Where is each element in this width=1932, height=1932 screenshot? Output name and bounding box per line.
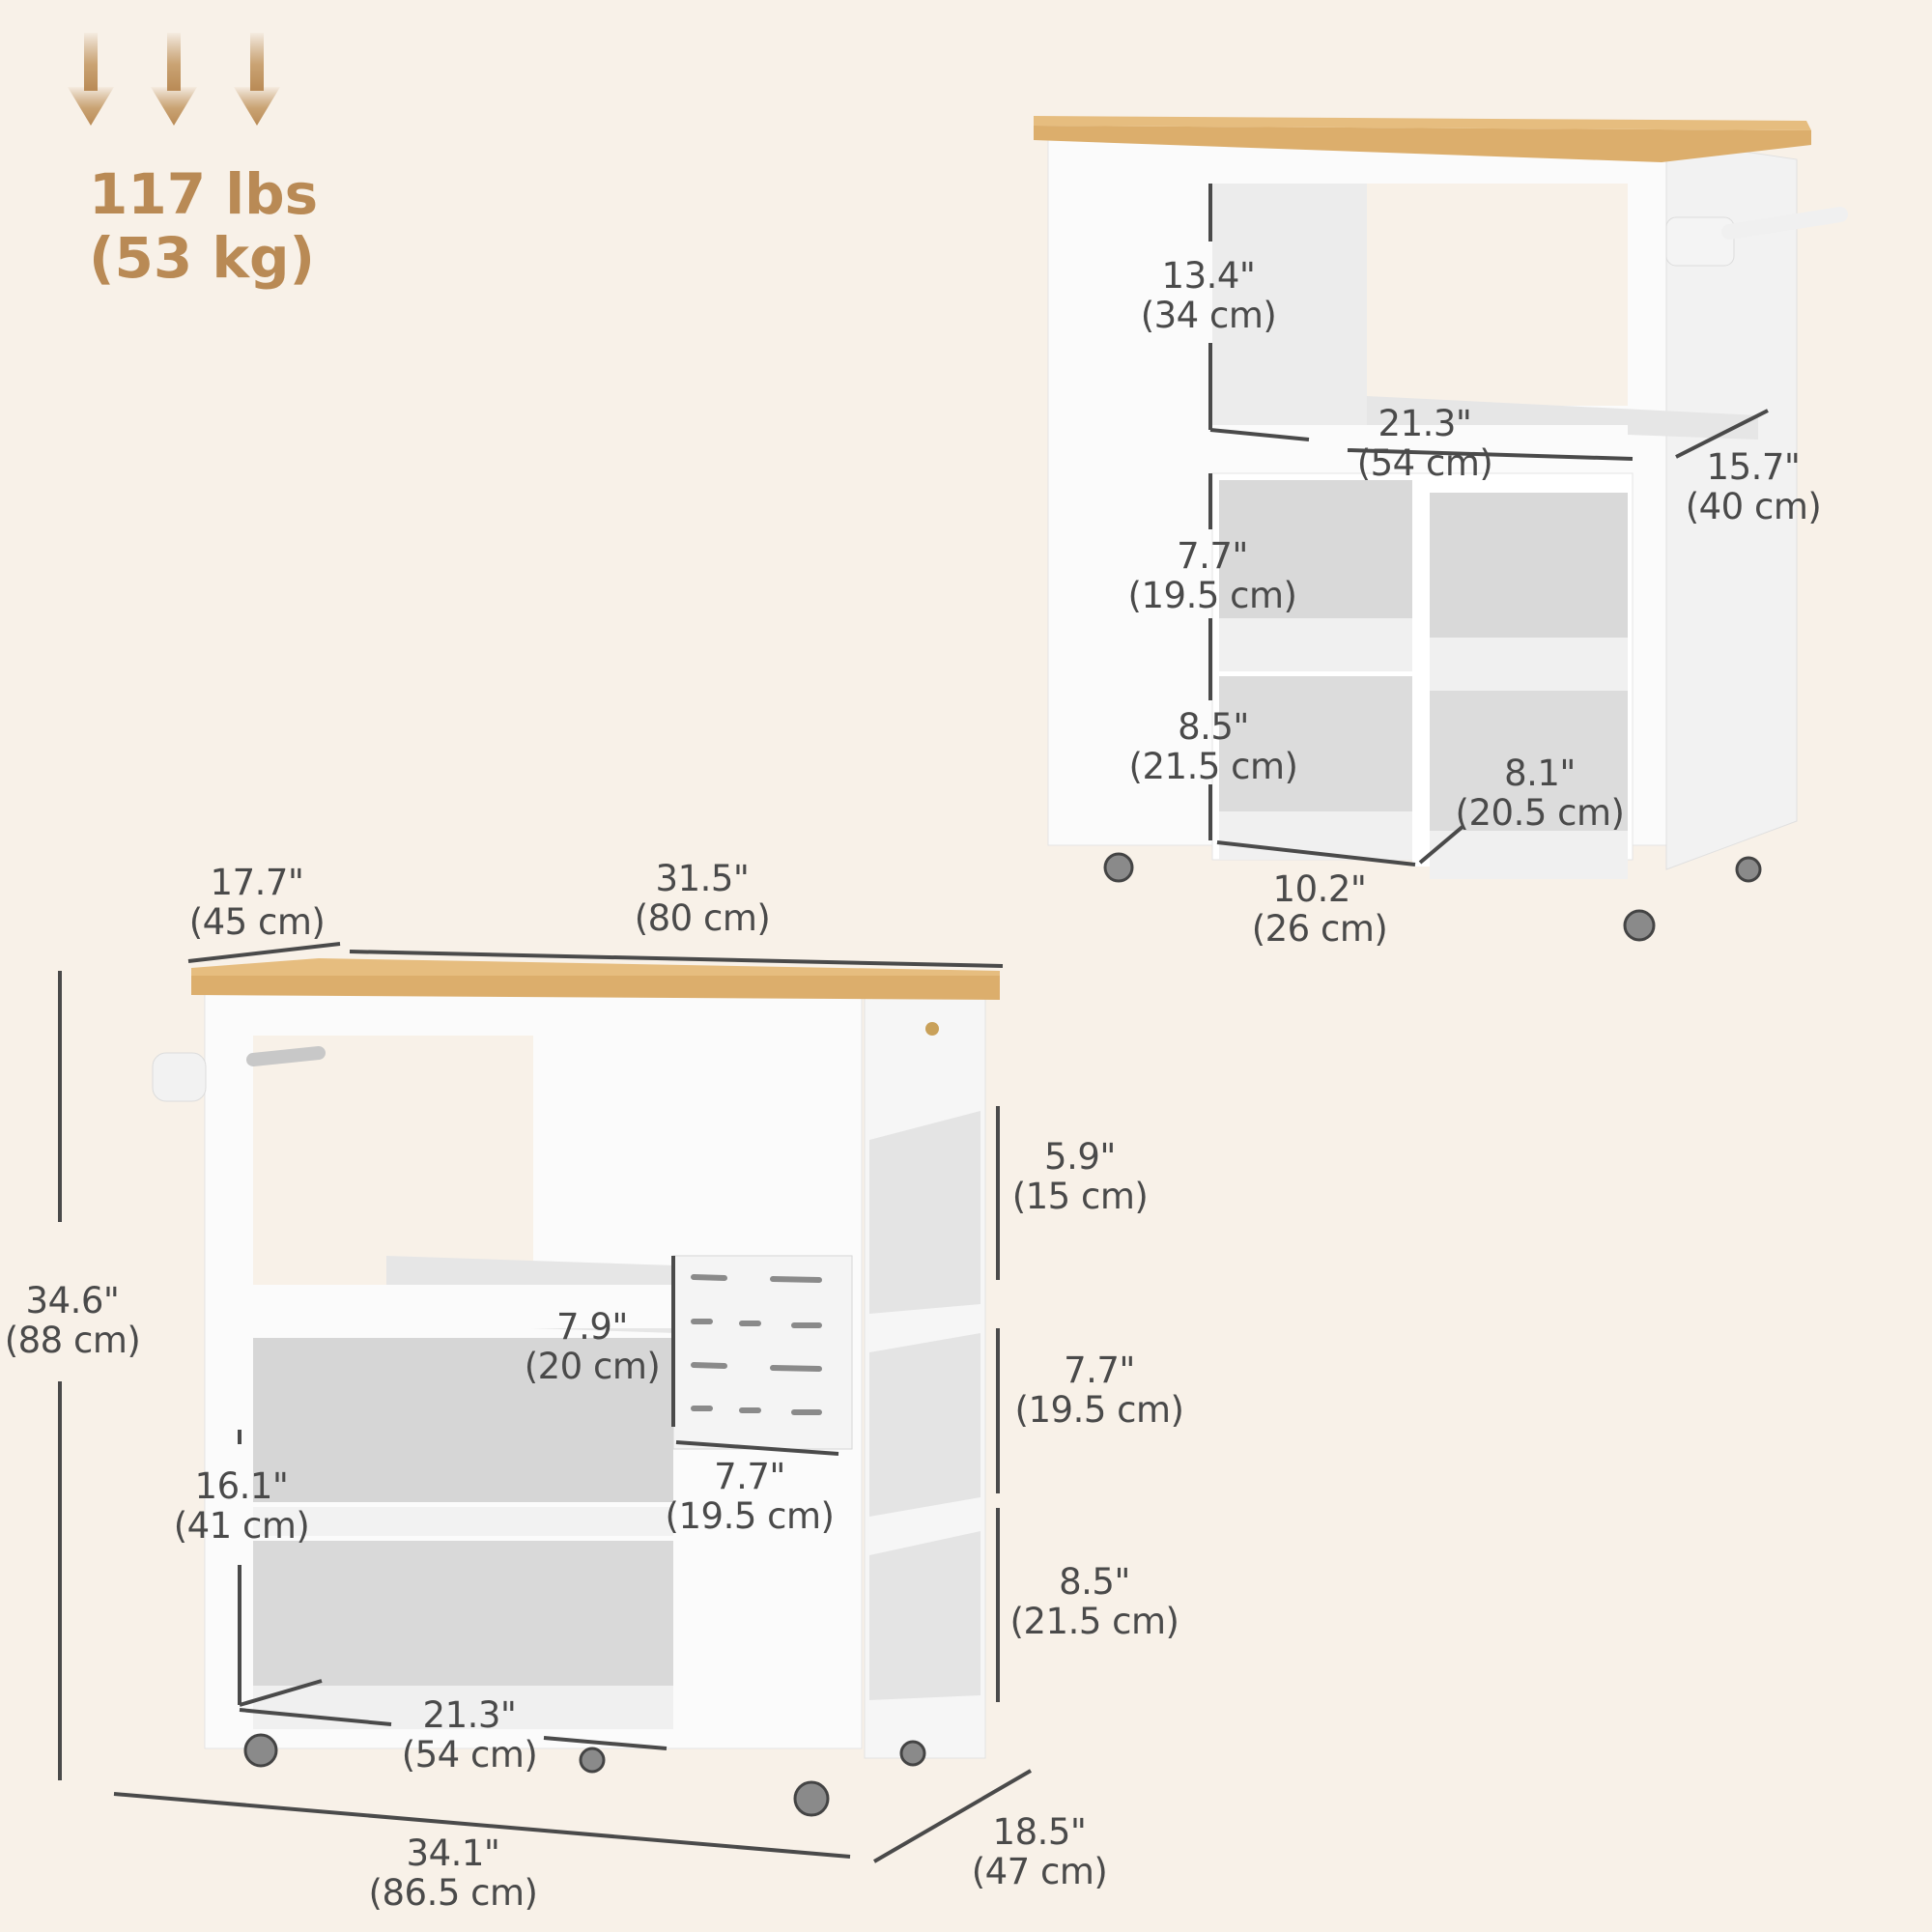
dim-cube-width: 10.2" (26 cm) [1251,868,1388,950]
dim-side-shelf-top-height: 5.9" (15 cm) [1011,1136,1149,1217]
dim-overall-width: 34.1" (86.5 cm) [368,1833,538,1914]
weight-capacity: 117 lbs (53 kg) [89,162,318,290]
dim-top-depth: 17.7" (45 cm) [188,862,326,943]
dim-upper-shelf-depth: 15.7" (40 cm) [1685,446,1822,527]
dim-bottom-shelf-width: 21.3" (54 cm) [401,1694,538,1776]
weight-kg: (53 kg) [89,225,316,291]
dim-upper-shelf-width: 21.3" (54 cm) [1356,403,1493,484]
dim-side-shelf-low-height: 8.5" (21.5 cm) [1009,1561,1179,1642]
dim-overall-height: 34.6" (88 cm) [4,1280,141,1361]
dim-cube-depth: 8.1" (20.5 cm) [1455,753,1625,834]
dim-upper-open-height: 13.4" (34 cm) [1140,255,1277,336]
dim-top-width: 31.5" (80 cm) [634,858,771,939]
dim-lower-open-height: 16.1" (41 cm) [173,1465,310,1547]
dim-knife-block-width: 7.7" (19.5 cm) [665,1456,835,1537]
dim-knife-block-height: 7.9" (20 cm) [524,1306,661,1387]
dim-cube-lower-height: 8.5" (21.5 cm) [1128,706,1298,787]
weight-lbs: 117 lbs [89,161,319,227]
down-arrows-icon [68,33,280,126]
dim-side-shelf-mid-height: 7.7" (19.5 cm) [1014,1350,1184,1431]
dim-overall-depth: 18.5" (47 cm) [971,1811,1108,1892]
dim-cube-upper-height: 7.7" (19.5 cm) [1127,535,1297,616]
